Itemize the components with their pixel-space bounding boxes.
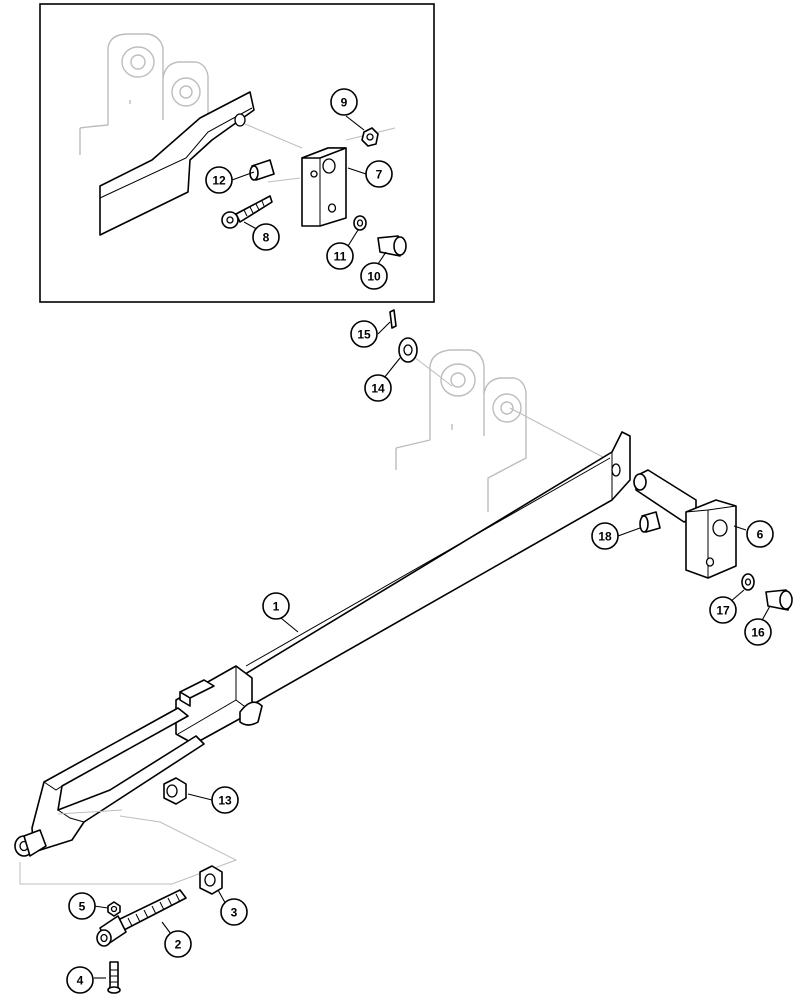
callout-12-label: 12 bbox=[212, 174, 226, 188]
callout-8: 8 bbox=[252, 223, 280, 251]
adjusting-screw-2 bbox=[96, 889, 187, 947]
main-ghost-bracket bbox=[395, 349, 617, 512]
callout-8-label: 8 bbox=[263, 231, 270, 245]
bolt-16 bbox=[765, 589, 793, 611]
top-link-bar bbox=[14, 431, 631, 857]
callout-14-label: 14 bbox=[371, 382, 385, 396]
inset-washer-11 bbox=[353, 215, 367, 231]
callout-18-label: 18 bbox=[598, 530, 612, 544]
nut-3 bbox=[199, 865, 223, 895]
callout-9: 9 bbox=[330, 88, 358, 116]
pin-15 bbox=[389, 309, 397, 329]
callout-15: 15 bbox=[350, 320, 378, 348]
callout-1: 1 bbox=[262, 592, 290, 620]
bushing-18 bbox=[639, 511, 661, 533]
callout-16: 16 bbox=[744, 618, 772, 646]
callout-17-label: 17 bbox=[716, 604, 730, 618]
callout-4-label: 4 bbox=[77, 974, 84, 988]
callout-17: 17 bbox=[709, 596, 737, 624]
inset-mounting-block bbox=[301, 127, 396, 227]
inset-bolt-10 bbox=[377, 235, 407, 257]
callout-13-label: 13 bbox=[218, 794, 232, 808]
inset-frame bbox=[39, 3, 435, 303]
callout-6-label: 6 bbox=[757, 528, 764, 542]
inset-bushing-12 bbox=[249, 159, 275, 181]
callout-12: 12 bbox=[205, 166, 233, 194]
callout-18: 18 bbox=[591, 522, 619, 550]
projection-line-2 bbox=[57, 809, 123, 815]
callout-5-label: 5 bbox=[79, 900, 86, 914]
callout-6: 6 bbox=[746, 520, 774, 548]
nut-13 bbox=[163, 777, 187, 805]
inset-detail bbox=[39, 3, 435, 303]
pin-block-6 bbox=[633, 469, 737, 579]
leader-lines bbox=[93, 115, 771, 979]
callout-5: 5 bbox=[68, 892, 96, 920]
callout-3: 3 bbox=[220, 898, 248, 926]
callout-11: 11 bbox=[326, 242, 354, 270]
callout-10: 10 bbox=[360, 262, 388, 290]
bolt-4 bbox=[107, 961, 121, 994]
callout-1-label: 1 bbox=[273, 600, 280, 614]
callout-13: 13 bbox=[211, 786, 239, 814]
washer-14 bbox=[398, 337, 418, 363]
inset-adjuster-bar bbox=[99, 91, 303, 236]
callout-10-label: 10 bbox=[367, 270, 381, 284]
washer-17 bbox=[741, 573, 755, 591]
inset-ghost-bracket bbox=[79, 33, 209, 155]
callout-11-label: 11 bbox=[334, 250, 347, 264]
callout-9-label: 9 bbox=[341, 96, 348, 110]
callout-2-label: 2 bbox=[175, 938, 182, 952]
callout-14: 14 bbox=[364, 374, 392, 402]
callout-7-label: 7 bbox=[376, 168, 383, 182]
callout-16-label: 16 bbox=[751, 626, 765, 640]
callout-7: 7 bbox=[365, 160, 393, 188]
inset-nut-9 bbox=[361, 127, 379, 147]
callout-4: 4 bbox=[66, 966, 94, 994]
callout-2: 2 bbox=[164, 930, 192, 958]
callout-3-label: 3 bbox=[231, 906, 238, 920]
callout-15-label: 15 bbox=[357, 328, 371, 342]
inset-bolt-8 bbox=[221, 195, 273, 229]
nut-5 bbox=[107, 901, 121, 917]
